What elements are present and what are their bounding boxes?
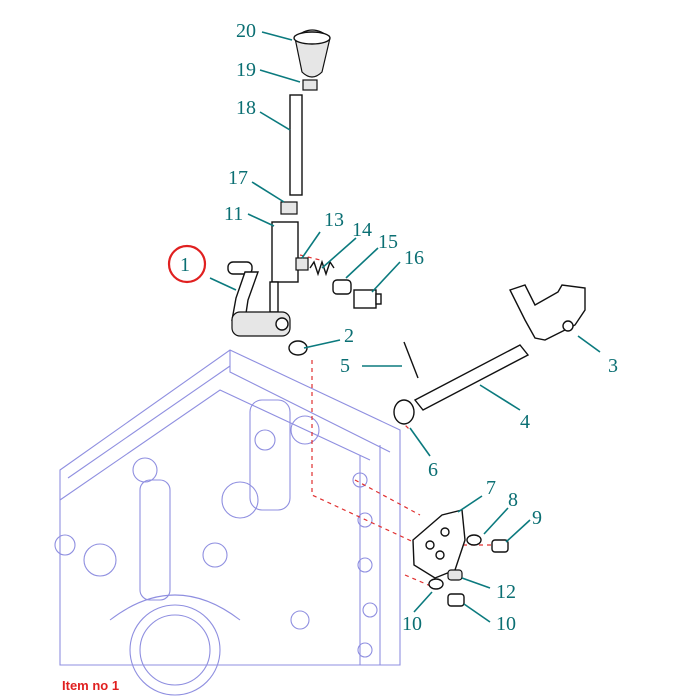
callout-16: 16 (404, 247, 424, 269)
pin-part (295, 257, 309, 271)
plate-bolt-lower-part (447, 593, 465, 607)
shift-shaft-part (413, 344, 530, 411)
callout-8: 8 (508, 489, 518, 511)
callout-13: 13 (324, 209, 344, 231)
rod-part (289, 94, 303, 196)
plate-washer-part (466, 534, 482, 546)
dowel-pin-part (447, 569, 463, 581)
callout-1: 1 (180, 254, 190, 276)
callout-18: 18 (236, 97, 256, 119)
split-pin-part (403, 341, 419, 379)
mounting-plate-part (412, 509, 466, 579)
callout-6: 6 (428, 459, 438, 481)
callout-19: 19 (236, 59, 256, 81)
callout-10b: 10 (496, 613, 516, 635)
leader-lines (209, 31, 601, 623)
washer-part (393, 399, 415, 425)
shift-lever-part (227, 261, 291, 337)
callout-11: 11 (224, 203, 243, 225)
callout-4: 4 (520, 411, 530, 433)
lower-washer-part (428, 578, 444, 590)
callout-3: 3 (608, 355, 618, 377)
item-caption: Item no 1 (62, 678, 120, 693)
callout-12: 12 (496, 581, 516, 603)
callout-9: 10 (402, 613, 422, 635)
callout-2: 2 (344, 325, 354, 347)
bolt-part (353, 289, 382, 309)
callout-10a: 9 (532, 507, 542, 529)
callout-17: 17 (228, 167, 248, 189)
callout-20: 20 (236, 20, 256, 42)
lock-nut-part (280, 201, 298, 215)
sleeve-part (332, 279, 352, 295)
knob-part (293, 29, 331, 78)
nut-part (302, 79, 318, 91)
callout-15: 15 (378, 231, 398, 253)
shift-fork-part (509, 284, 586, 341)
gearbox-housing (54, 349, 401, 696)
callout-5: 5 (340, 355, 350, 377)
lever-block-part (269, 221, 299, 313)
highlight-circle (167, 244, 207, 284)
callout-7: 7 (486, 477, 496, 499)
callout-labels: 20 19 18 17 11 13 14 15 16 1 2 3 4 5 6 7… (180, 20, 618, 635)
plate-bolt-upper-part (491, 539, 509, 553)
callout-14: 14 (352, 219, 372, 241)
